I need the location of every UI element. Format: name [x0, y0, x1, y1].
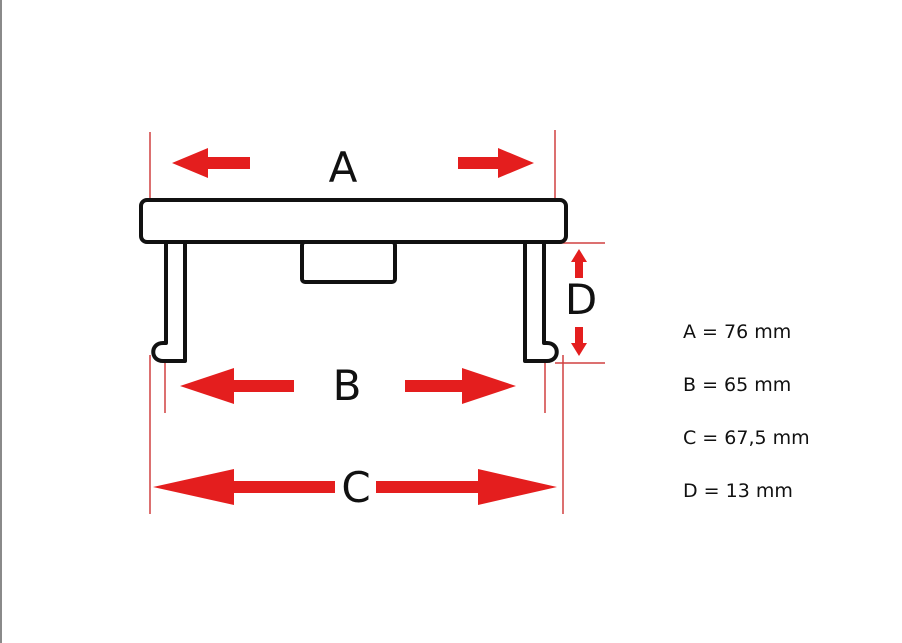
arrow-d-up	[571, 249, 587, 278]
left-clip-leg	[151, 240, 187, 363]
arrow-b-right	[405, 368, 516, 404]
legend-item-c: C = 67,5 mm	[683, 427, 810, 449]
extension-lines	[149, 130, 605, 514]
arrow-d-down	[571, 327, 587, 356]
legend-item-a: A = 76 mm	[683, 321, 792, 343]
dimension-legend: A = 76 mm B = 65 mm C = 67,5 mm D = 13 m…	[683, 314, 810, 526]
legend-item-d: D = 13 mm	[683, 480, 793, 502]
legend-item-b: B = 65 mm	[683, 374, 792, 396]
arrow-c-left	[153, 469, 335, 505]
window-left-border	[0, 0, 2, 643]
arrow-c-right	[376, 469, 557, 505]
dimension-label-a: A	[329, 143, 358, 192]
arrow-a-left	[172, 148, 250, 178]
arrow-a-right	[458, 148, 534, 178]
dimension-label-d: D	[565, 275, 597, 324]
dimension-label-b: B	[333, 361, 362, 410]
dimension-arrows	[153, 148, 587, 505]
arrow-b-left	[180, 368, 294, 404]
cap-outline	[139, 198, 568, 363]
right-clip-leg	[523, 240, 559, 363]
dimension-label-c: C	[341, 463, 370, 512]
cap-top-plate	[139, 198, 568, 244]
center-tab	[300, 240, 397, 284]
